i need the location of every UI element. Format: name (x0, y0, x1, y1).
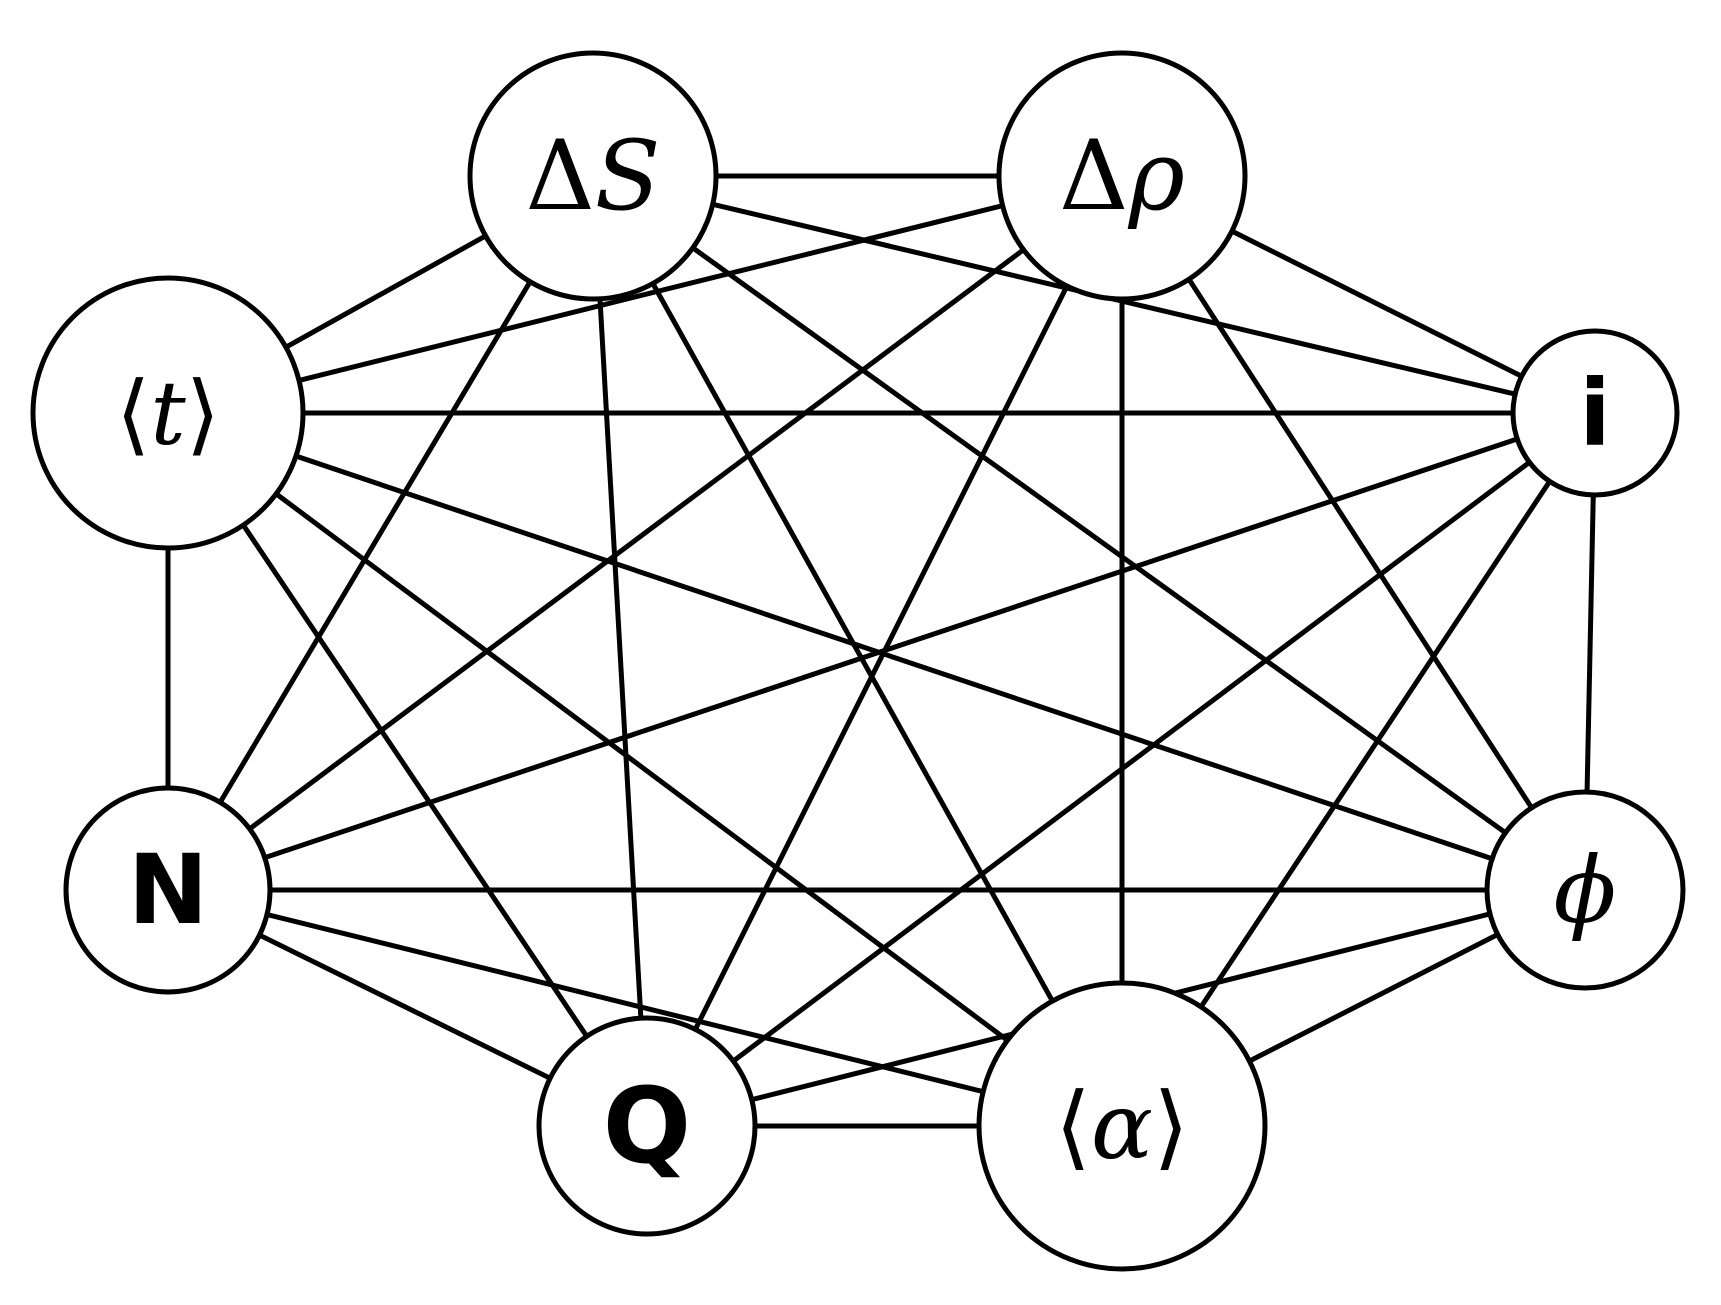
node-n: N (63, 785, 273, 995)
edge-t-alpha (166, 410, 1124, 1129)
node-delta-rho-prefix: Δ (1059, 120, 1128, 232)
node-mean-t-open: ⟨ (116, 362, 150, 465)
node-i-label: i (1579, 360, 1611, 467)
node-delta-s-symbol: S (595, 120, 661, 232)
node-i-symbol: i (1579, 360, 1611, 467)
node-delta-rho-circle (996, 50, 1248, 302)
edge-i-N (167, 410, 1596, 893)
edge-dS-Q (590, 175, 650, 1127)
node-delta-s-circle (467, 50, 719, 302)
node-mean-t-close: ⟩ (186, 362, 220, 465)
node-mean-t-label: ⟨t⟩ (116, 362, 220, 465)
edges-layer (165, 173, 1598, 1129)
node-q-label: Q (603, 1065, 691, 1187)
node-i: i (1510, 328, 1680, 498)
node-delta-s-label: ΔS (525, 120, 660, 232)
node-q: Q (536, 1015, 758, 1237)
node-mean-alpha-symbol: α (1091, 1073, 1153, 1180)
edge-i-Q (645, 411, 1597, 1128)
node-mean-alpha-open: ⟨ (1055, 1073, 1091, 1180)
node-delta-s: ΔS (467, 50, 719, 302)
edge-drho-N (166, 173, 1124, 893)
node-mean-alpha: ⟨α⟩ (976, 980, 1268, 1272)
edge-drho-t (167, 173, 1123, 416)
node-mean-t-circle (30, 275, 306, 551)
node-phi: ϕ (1484, 789, 1686, 991)
node-n-label: N (128, 834, 208, 946)
edge-dS-N (165, 174, 596, 892)
node-q-symbol: Q (603, 1065, 691, 1187)
node-i-circle (1510, 328, 1680, 498)
node-phi-symbol: ϕ (1554, 837, 1617, 944)
edge-t-Q (165, 411, 650, 1128)
node-mean-t: ⟨t⟩ (30, 275, 306, 551)
node-mean-t-symbol: t (150, 362, 186, 465)
node-q-circle (536, 1015, 758, 1237)
node-mean-alpha-circle (976, 980, 1268, 1272)
node-mean-alpha-label: ⟨α⟩ (1055, 1073, 1189, 1180)
edge-dS-phi (591, 173, 1587, 893)
node-delta-rho: Δρ (996, 50, 1248, 302)
edge-dS-alpha (590, 174, 1125, 1128)
node-mean-alpha-close: ⟩ (1153, 1073, 1189, 1180)
node-delta-rho-symbol: ρ (1127, 120, 1184, 232)
edge-N-alpha (167, 887, 1123, 1129)
edge-drho-phi (1119, 174, 1588, 892)
node-phi-circle (1484, 789, 1686, 991)
node-delta-s-prefix: Δ (525, 120, 594, 232)
node-n-circle (63, 785, 273, 995)
node-phi-label: ϕ (1554, 837, 1617, 944)
node-delta-rho-label: Δρ (1059, 120, 1185, 232)
node-n-symbol: N (128, 834, 208, 946)
